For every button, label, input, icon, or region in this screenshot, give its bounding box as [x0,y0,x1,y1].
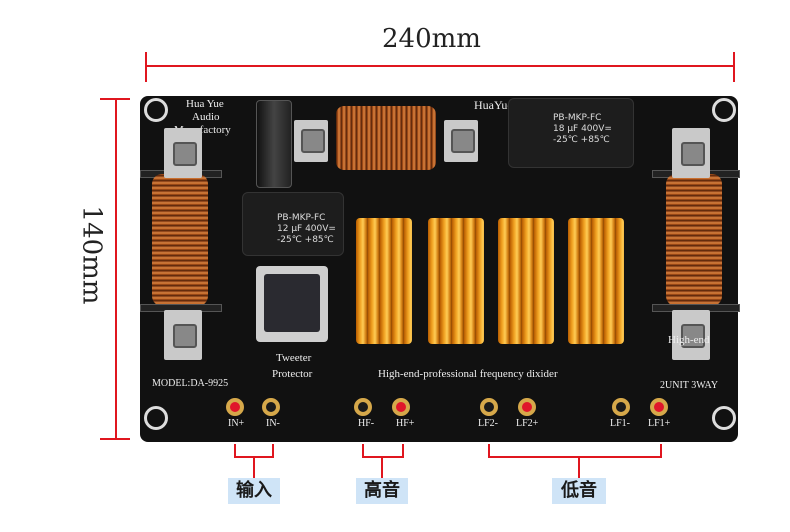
high-group-bracket [362,444,404,458]
low-group-stem [578,456,580,478]
width-dimension-tick-left [145,52,147,82]
low-group-bracket [488,444,662,458]
terminal-in-minus[interactable] [262,398,280,416]
large-cap-line-3: -25℃ +85℃ [553,135,610,145]
large-film-capacitor: PB-MKP-FC 18 μF 400V= -25℃ +85℃ [508,98,634,168]
left-inductor-coil [152,174,208,306]
height-dimension-label: 140mm [76,205,107,305]
low-group-label: 低音 [552,478,606,504]
large-cap-line-2: 18 μF 400V= [553,124,612,134]
height-dimension-tick-top [100,98,130,100]
terminal-label-lf1-plus: LF1+ [648,418,671,429]
cable-tie-top-left [144,98,168,122]
high-group-stem [381,456,383,478]
right-inductor-coil [666,174,722,306]
terminal-hf-plus[interactable] [392,398,410,416]
input-group-label: 输入 [228,478,280,504]
width-dimension-tick-right [733,52,735,82]
high-group-label: 高音 [356,478,408,504]
terminal-hf-minus[interactable] [354,398,372,416]
mid-film-capacitor: PB-MKP-FC 12 μF 400V= -25℃ +85℃ [242,192,344,256]
terminal-lf2-minus[interactable] [480,398,498,416]
tweeter-protector-face [264,274,320,332]
power-resistor-1 [356,218,412,344]
cable-tie-bottom-right [712,406,736,430]
cable-tie-bottom-left [144,406,168,430]
terminal-label-hf-minus: HF- [358,418,375,429]
terminal-label-lf2-minus: LF2- [478,418,498,429]
power-resistor-3 [498,218,554,344]
maker-line-1: Hua Yue [186,98,224,110]
terminal-lf2-plus[interactable] [518,398,536,416]
height-dimension-tick-bottom [100,438,130,440]
terminal-label-lf1-minus: LF1- [610,418,630,429]
large-cap-line-1: PB-MKP-FC [553,113,602,123]
tweeter-label-line-1: Tweeter [276,352,312,364]
right-post-top-nut [681,142,705,166]
height-dimension-line [115,99,117,439]
tweeter-label-line-2: Protector [272,368,313,380]
terminal-label-hf-plus: HF+ [396,418,415,429]
terminal-label-lf2-plus: LF2+ [516,418,539,429]
model-label: MODEL:DA-9925 [152,378,229,389]
mid-cap-line-3: -25℃ +85℃ [277,235,334,245]
left-post-bottom-nut [173,324,197,348]
terminal-label-in-plus: IN+ [228,418,245,429]
width-dimension-label: 240mm [382,24,481,54]
top-post-left-nut [301,129,325,153]
high-end-label: High-end [668,334,710,346]
mid-cap-line-2: 12 μF 400V= [277,224,336,234]
left-post-top-nut [173,142,197,166]
terminal-in-plus[interactable] [226,398,244,416]
terminal-label-in-minus: IN- [266,418,280,429]
crossover-board: Hua Yue Audio Manufactory HuaYue Audio M… [140,96,740,442]
terminal-lf1-minus[interactable] [612,398,630,416]
width-dimension-line [146,65,734,67]
maker-line-2: Audio [192,111,220,123]
mid-cap-line-1: PB-MKP-FC [277,213,326,223]
unit-label: 2UNIT 3WAY [660,380,719,391]
terminal-lf1-plus[interactable] [650,398,668,416]
slogan-text: High-end-professional frequency dixider [378,368,558,380]
electrolytic-capacitor [256,100,292,188]
input-group-stem [253,456,255,478]
top-inductor-coil [336,106,436,170]
right-post-bottom-nut [681,324,705,348]
power-resistor-2 [428,218,484,344]
cable-tie-top-right [712,98,736,122]
power-resistor-4 [568,218,624,344]
tweeter-protector-module [256,266,328,342]
top-post-right-nut [451,129,475,153]
